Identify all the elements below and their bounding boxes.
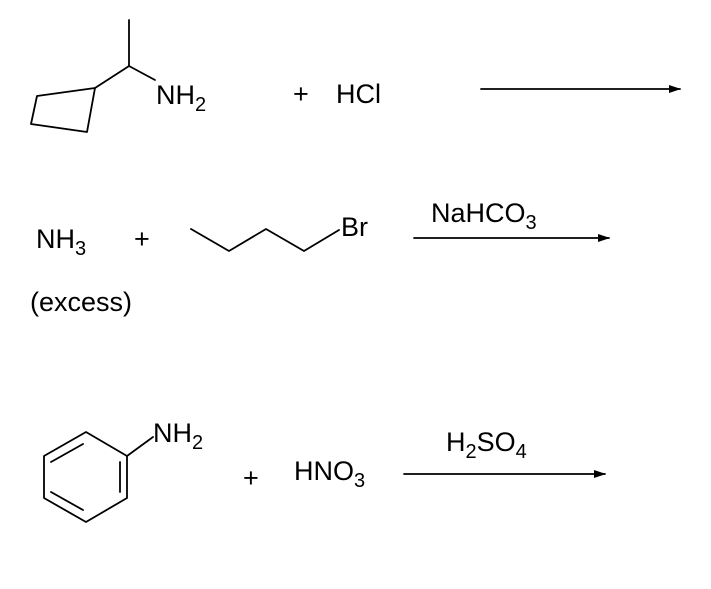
ammonia-label: NH3	[36, 224, 86, 260]
benzene-double-bond	[50, 491, 84, 511]
cyclobutane-ring	[30, 87, 96, 133]
benzene-double-bond	[50, 443, 84, 463]
bromine-label: Br	[341, 212, 368, 242]
condition-h2so4: H2SO4	[446, 427, 527, 463]
reagent-hcl: HCl	[336, 79, 381, 109]
bromobutane-structure: Br	[190, 212, 368, 252]
condition-nahco3: NaHCO3	[431, 198, 537, 234]
reaction-2: NH3 (excess) + Br NaHCO3	[30, 198, 610, 317]
aniline-structure: NH2	[43, 418, 203, 523]
amine-bond	[126, 436, 154, 457]
ring-substituent-bond	[94, 65, 130, 89]
benzene-ring	[43, 431, 128, 523]
reaction-1: NH2 + HCl	[30, 19, 681, 133]
amine-group-label: NH2	[156, 80, 206, 116]
reaction-3: NH2 + HNO3 H2SO4	[43, 418, 606, 523]
cyclobutylethanamine-structure: NH2	[30, 19, 206, 133]
plus-sign: +	[134, 224, 150, 254]
reagent-hno3: HNO3	[294, 456, 365, 492]
plus-sign: +	[243, 463, 259, 493]
amine-bond	[128, 65, 156, 81]
excess-note: (excess)	[30, 287, 132, 317]
plus-sign: +	[293, 79, 309, 109]
amine-group-label: NH2	[153, 418, 203, 454]
butyl-chain	[190, 228, 340, 252]
